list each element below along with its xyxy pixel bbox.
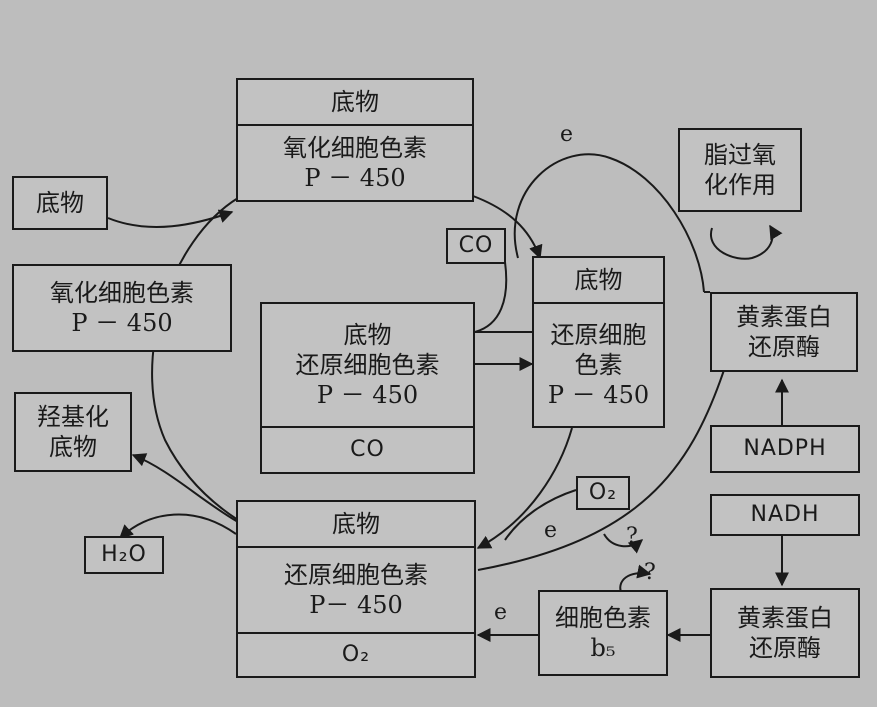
left-oxidized-p450-box: 氧化细胞色素 P － 450	[12, 264, 232, 352]
right-reduced-line1: 还原细胞	[550, 321, 647, 349]
substrate-to-top-arrow	[107, 209, 234, 228]
electron-label-middle: e	[544, 518, 558, 543]
top-to-reduced-arrow	[472, 195, 543, 260]
hydroxylated-line2: 底物	[49, 433, 97, 461]
center-co-line1: 底物	[343, 321, 392, 349]
o2-tag-label: O₂	[588, 480, 618, 506]
bottom-line2: P－ 450	[309, 591, 403, 619]
right-reduced-main-cell: 还原细胞 色素 P － 450	[534, 302, 663, 426]
lipid-cycle-arrow	[709, 224, 783, 260]
right-reduced-line2: 色素	[574, 351, 623, 379]
co-tag-label: CO	[458, 233, 494, 259]
b5-line2: b₅	[590, 634, 616, 662]
bottom-main-cell: 还原细胞色素 P－ 450	[238, 546, 474, 632]
question-mark-2: ?	[644, 560, 656, 585]
bottom-line1: 还原细胞色素	[284, 561, 428, 589]
bottom-o2-label: O₂	[238, 632, 474, 676]
b5-cell: 细胞色素 b₅	[540, 592, 666, 674]
center-co-line3: P － 450	[316, 381, 419, 409]
center-co-line2: 还原细胞色素	[295, 351, 440, 379]
flavo-upper-cell: 黄素蛋白 还原酶	[712, 294, 856, 370]
right-reduced-substrate: 底物	[574, 266, 623, 294]
lipid-line1: 脂过氧	[704, 141, 776, 169]
nadh-box: NADH	[710, 494, 860, 536]
lipid-cell: 脂过氧 化作用	[680, 130, 800, 210]
bottom-to-h2o-arrow	[118, 513, 237, 539]
left-substrate-box: 底物	[12, 176, 108, 230]
center-co-bottom-label: CO	[262, 426, 473, 472]
flavoprotein-reductase-lower-box: 黄素蛋白 还原酶	[710, 588, 860, 678]
top-oxidized-p450-box: 底物 氧化细胞色素 P － 450	[236, 78, 474, 202]
flavo-lower-cell: 黄素蛋白 还原酶	[712, 590, 858, 676]
top-substrate-label: 底物	[331, 88, 379, 116]
question-loop-1	[603, 533, 644, 554]
hydroxylated-line1: 羟基化	[37, 403, 109, 431]
co-tag-curve	[474, 261, 508, 333]
h2o-box: H₂O	[84, 536, 164, 574]
flavo-upper-line1: 黄素蛋白	[736, 303, 832, 331]
left-oxidized-line1: 氧化细胞色素	[50, 279, 194, 307]
reduced-to-bottom-arrow	[476, 427, 573, 549]
cycle-arc-left	[151, 197, 239, 521]
lipid-line2: 化作用	[704, 171, 776, 199]
right-reduced-line3: P － 450	[547, 381, 650, 409]
center-co-main-cell: 底物 还原细胞色素 P － 450	[262, 304, 473, 426]
top-enzyme-cell: 氧化细胞色素 P － 450	[238, 124, 472, 200]
electron-loop	[477, 153, 725, 571]
flavo-lower-line1: 黄素蛋白	[737, 604, 833, 632]
flavo-upper-line2: 还原酶	[748, 333, 820, 361]
lipid-peroxidation-box: 脂过氧 化作用	[678, 128, 802, 212]
left-oxidized-line2: P － 450	[71, 309, 173, 337]
bottom-reduced-p450-o2-box: 底物 还原细胞色素 P－ 450 O₂	[236, 500, 476, 678]
flavoprotein-reductase-upper-box: 黄素蛋白 还原酶	[710, 292, 858, 372]
question-mark-1: ?	[626, 524, 638, 549]
o2-tag-curve	[504, 489, 577, 541]
top-enzyme-line2: P － 450	[304, 164, 406, 192]
nadph-box: NADPH	[710, 425, 860, 473]
h2o-label: H₂O	[101, 542, 147, 568]
cytochrome-b5-box: 细胞色素 b₅	[538, 590, 668, 676]
center-co-complex-box: 底物 还原细胞色素 P － 450 CO	[260, 302, 475, 474]
hydroxylated-cell: 羟基化 底物	[16, 394, 130, 470]
b5-line1: 细胞色素	[555, 604, 651, 632]
top-enzyme-line1: 氧化细胞色素	[283, 134, 427, 162]
right-reduced-p450-box: 底物 还原细胞 色素 P － 450	[532, 256, 665, 428]
left-substrate-label: 底物	[36, 189, 84, 217]
nadph-label: NADPH	[743, 436, 827, 462]
co-tag-box: CO	[446, 228, 506, 264]
nadh-label: NADH	[750, 502, 820, 528]
bottom-substrate-label: 底物	[332, 510, 380, 538]
o2-tag-box: O₂	[576, 476, 630, 510]
bottom-to-hydroxylated-arrow	[131, 453, 239, 523]
flavo-lower-line2: 还原酶	[749, 634, 821, 662]
hydroxylated-substrate-box: 羟基化 底物	[14, 392, 132, 472]
left-oxidized-cell: 氧化细胞色素 P － 450	[14, 266, 230, 350]
electron-label-top: e	[560, 122, 574, 147]
electron-label-bottom: e	[494, 600, 508, 625]
